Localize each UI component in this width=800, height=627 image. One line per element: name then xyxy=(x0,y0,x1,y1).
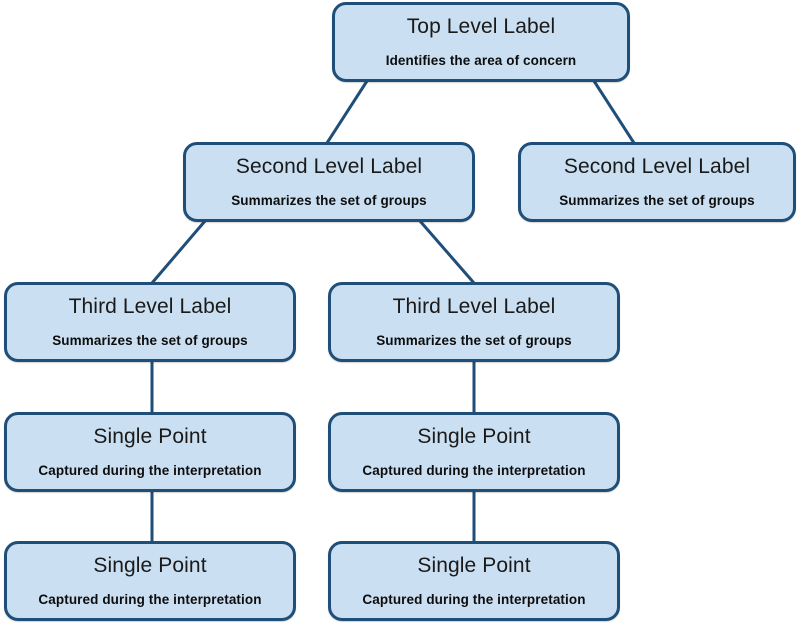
node-subtitle: Summarizes the set of groups xyxy=(376,333,572,349)
node-title: Third Level Label xyxy=(68,295,232,319)
node-subtitle: Summarizes the set of groups xyxy=(52,333,248,349)
edge-second-to-third-right xyxy=(418,220,476,284)
node-subtitle: Captured during the interpretation xyxy=(38,463,262,479)
node-subtitle: Identifies the area of concern xyxy=(385,53,577,69)
node-title: Third Level Label xyxy=(392,295,556,319)
node-subtitle: Summarizes the set of groups xyxy=(231,193,427,209)
node-title: Single Point xyxy=(93,425,207,449)
node-title: Single Point xyxy=(417,425,531,449)
node-title: Single Point xyxy=(93,554,207,578)
node-subtitle: Summarizes the set of groups xyxy=(559,193,755,209)
edge-top-to-second-left xyxy=(325,80,369,144)
node-title: Second Level Label xyxy=(563,155,751,179)
edge-top-to-second-right xyxy=(592,80,636,144)
node-title: Single Point xyxy=(417,554,531,578)
node-subtitle: Captured during the interpretation xyxy=(38,592,262,608)
node-subtitle: Captured during the interpretation xyxy=(362,463,586,479)
node-subtitle: Captured during the interpretation xyxy=(362,592,586,608)
node-title: Top Level Label xyxy=(406,15,556,39)
node-title: Second Level Label xyxy=(235,155,423,179)
edge-second-to-third-left xyxy=(150,220,207,284)
